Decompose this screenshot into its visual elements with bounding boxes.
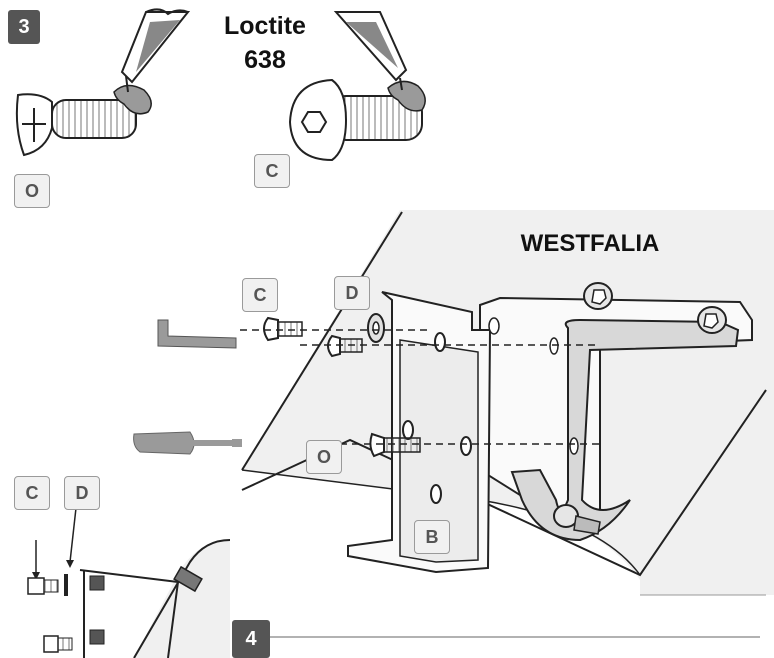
adhesive-name: Loctite [224,12,306,40]
countersunk-screw-icon [15,84,152,157]
brand-name: WESTFALIA [520,230,660,257]
countersunk-screw-icon [369,432,421,458]
label-c-top: C [254,154,290,188]
alignment-lines [240,329,600,445]
label-o-assembly: O [306,440,342,474]
label-b-assembly: B [414,520,450,554]
adhesive-grade: 638 [244,46,286,74]
label-o-top: O [14,174,50,208]
label-d-assembly: D [334,276,370,310]
label-c-assembly: C [242,278,278,312]
screwdriver-icon [133,431,242,455]
step-3-badge: 3 [8,10,40,44]
detail-view [27,507,231,658]
washer-icon [367,313,385,343]
button-head-screw-icon [288,78,426,162]
hex-key-icon [157,319,237,349]
label-d-detail: D [64,476,100,510]
label-c-detail: C [14,476,50,510]
button-head-screw-icon [263,316,363,358]
bracket-icon [347,282,753,574]
step-4-badge: 4 [232,620,270,658]
glue-tube-icon [333,11,408,91]
glue-tube-icon [120,8,191,93]
